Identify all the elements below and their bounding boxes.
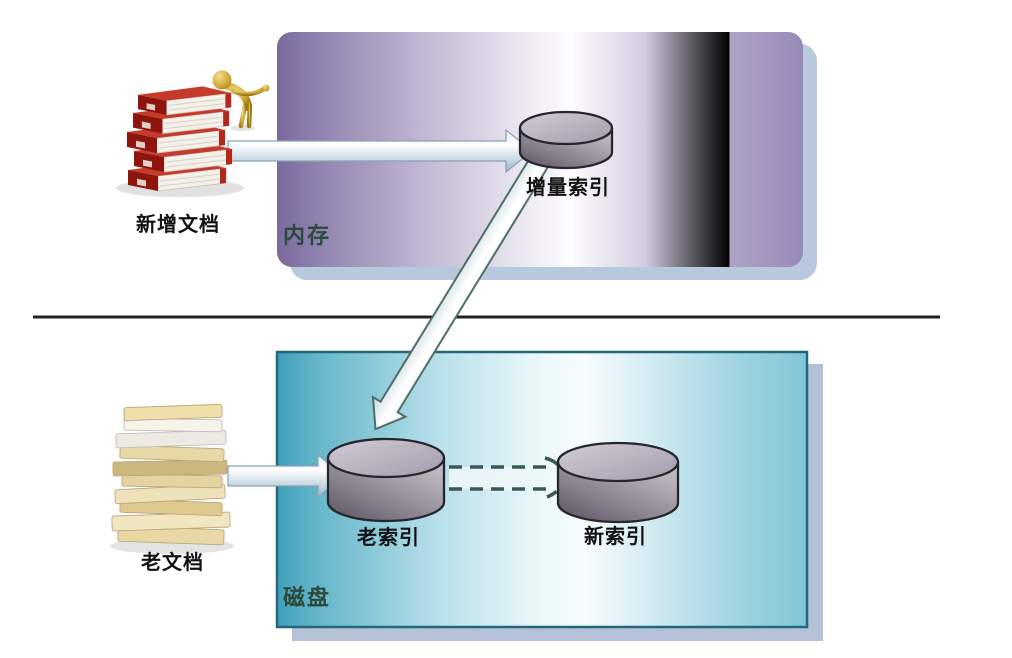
incremental-index-label: 增量索引 <box>526 175 610 199</box>
arrow-incremental-index-to-old-index <box>371 139 559 431</box>
paper-stack-icon <box>110 403 234 554</box>
old-index-cylinder <box>326 437 446 523</box>
new-docs-label: 新增文档 <box>136 212 220 236</box>
incremental-index-cylinder <box>518 110 614 170</box>
old-index-label: 老索引 <box>357 525 420 549</box>
person-figure-icon <box>212 70 270 131</box>
arrow-new-docs-to-incremental-index <box>227 128 533 174</box>
memory-region-label: 内存 <box>283 224 332 249</box>
binder-stack-icon <box>116 85 244 197</box>
new-index-cylinder <box>556 441 680 524</box>
old-docs-label: 老文档 <box>141 550 204 574</box>
disk-region-label: 磁盘 <box>283 586 332 611</box>
new-index-label: 新索引 <box>584 524 647 548</box>
arrow-old-index-to-new-index-dashed <box>449 456 567 499</box>
